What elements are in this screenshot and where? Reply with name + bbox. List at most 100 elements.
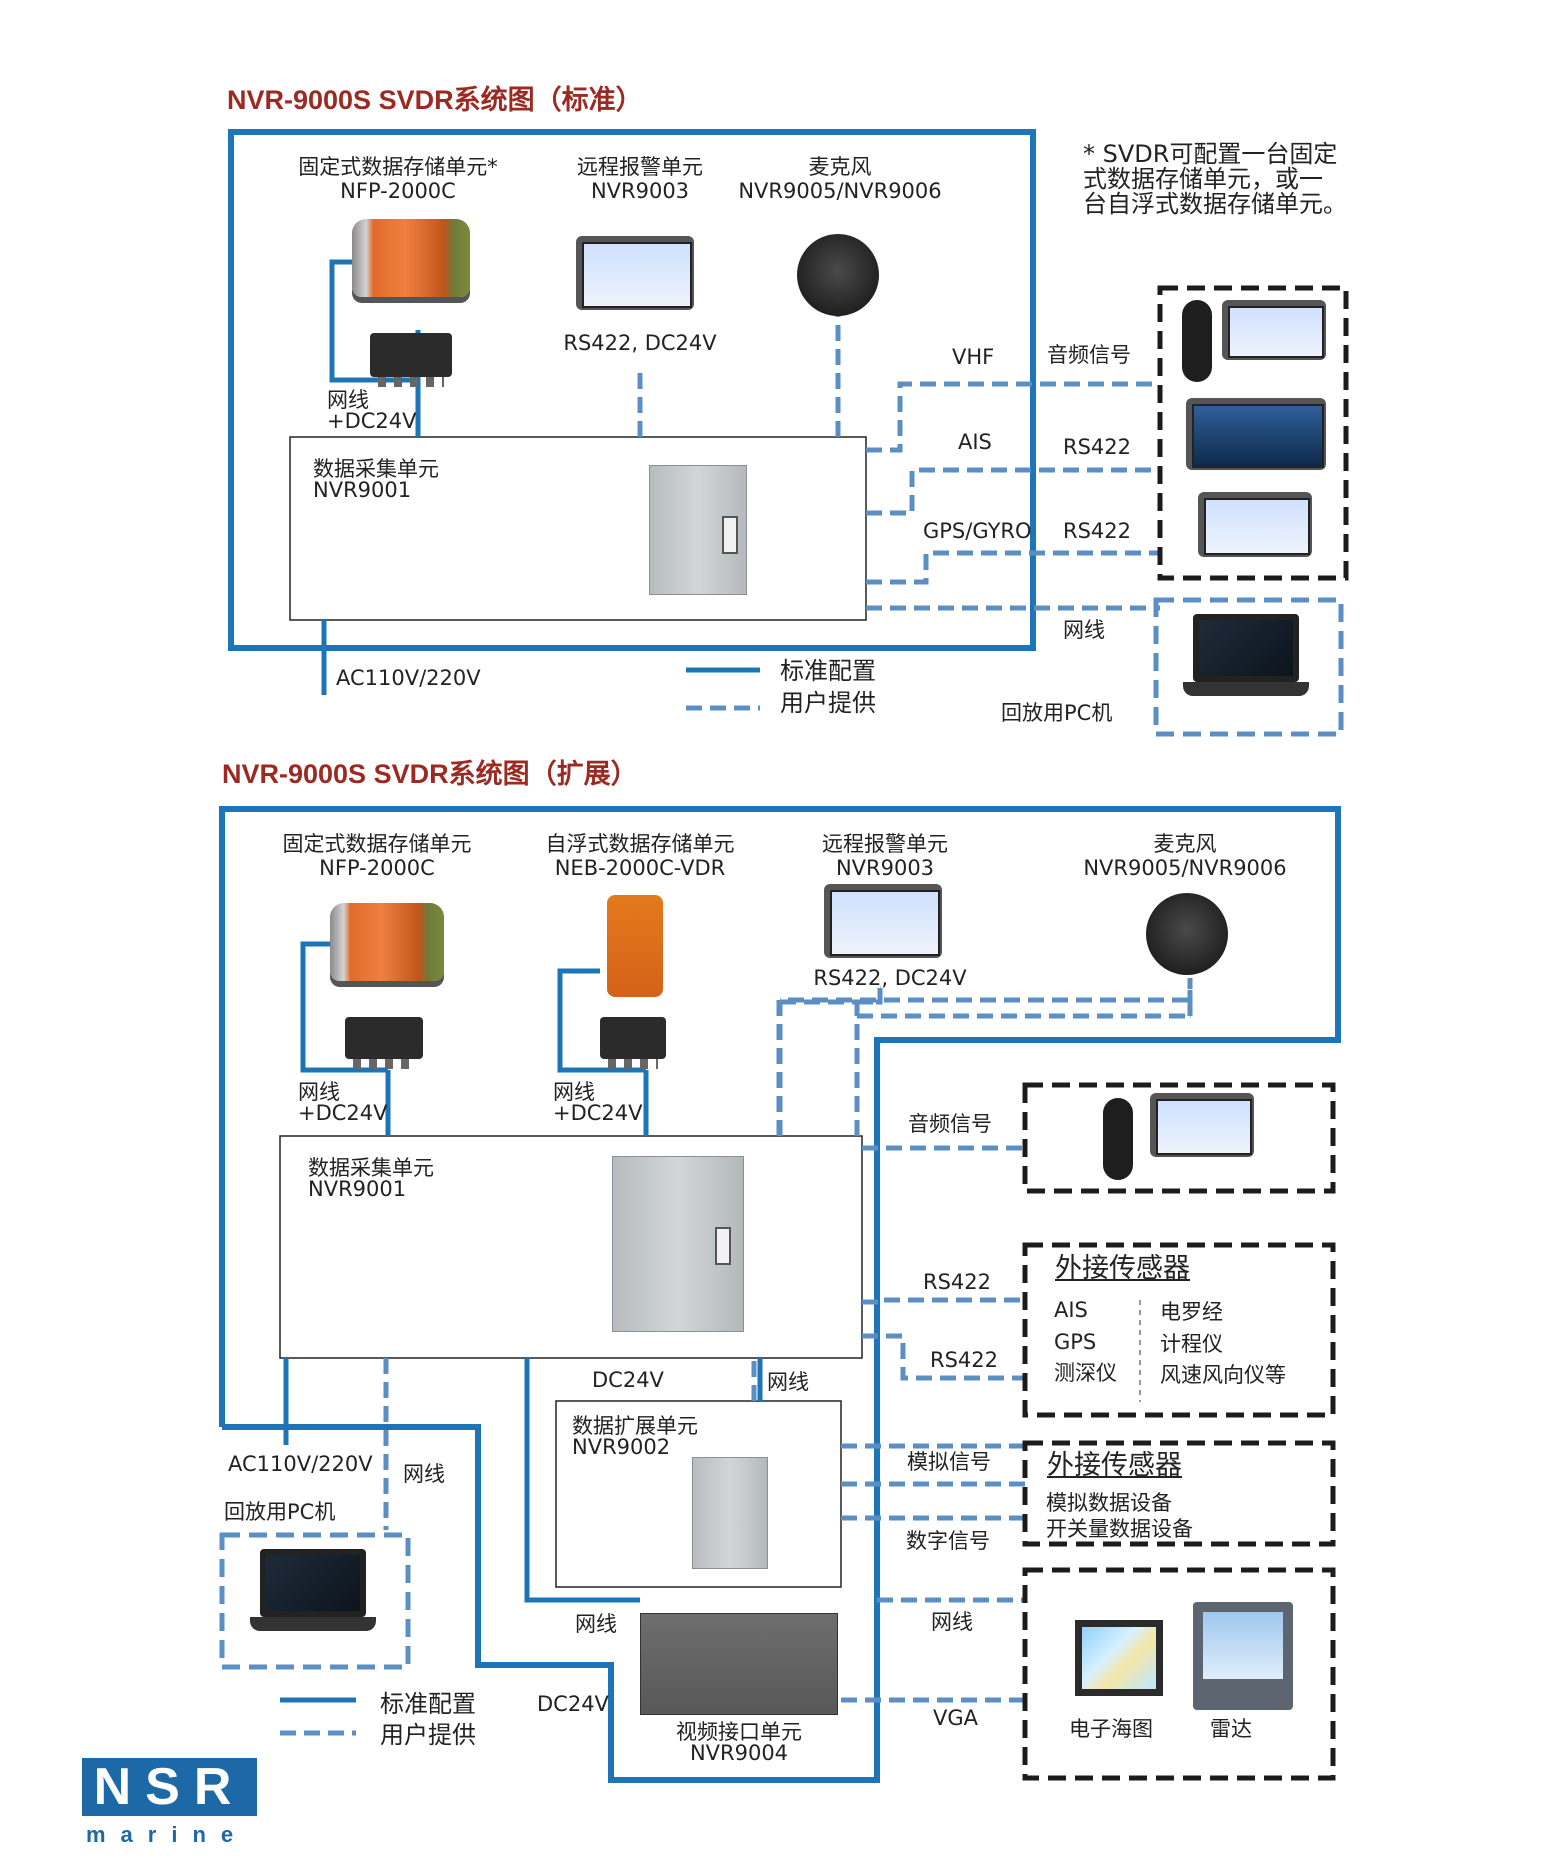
device-name: 固定式数据存储单元 [282,832,472,856]
device-model: NVR9001 [313,478,412,502]
device-name: 麦克风 [1153,832,1217,856]
link-rs422-b: RS422 [1063,519,1132,543]
ext-net-1-label: 网线 [767,1370,809,1394]
ext-solid-lines [280,941,763,1703]
link-ais: AIS [958,430,992,454]
link-vhf: VHF [952,345,995,369]
sensors-2-items: 模拟数据设备 开关量数据设备 [1046,1490,1193,1543]
ext-audio-devices-box [1022,1082,1336,1194]
laptop-base [250,1617,376,1631]
device-model: NVR9005/NVR9006 [738,179,942,204]
remote-alarm-panel-image [576,236,694,310]
std-acq-unit-label: 数据采集单元 NVR9001 [313,459,439,501]
video-unit-image [640,1613,838,1715]
ext-audio-label: 音频信号 [908,1112,992,1136]
power-label: +DC24V [298,1101,388,1125]
ext-digital-label: 数字信号 [906,1529,990,1553]
device-model: NVR9001 [308,1177,407,1201]
expansion-unit-label: 数据扩展单元 NVR9002 [572,1416,698,1458]
ext-rs422-2-label: RS422 [930,1348,999,1372]
acq-unit-box-std [289,436,867,621]
ext-sensors-2-box [1022,1440,1336,1547]
sensor-item: 风速风向仪等 [1160,1363,1286,1387]
std-power-label: AC110V/220V [336,666,481,690]
device-name: 自浮式数据存储单元 [545,832,735,856]
nsr-logo-sub: marine [86,1822,249,1847]
fixed-storage-capsule-image [352,219,470,297]
std-fixed-storage-label: 固定式数据存储单元* NFP-2000C [268,155,528,203]
std-pc-box [1153,597,1344,737]
ext-legend-solid: 标准配置 [380,1690,476,1718]
ext-dashed-alarm-mic [777,988,883,1136]
power-label: +DC24V [553,1101,643,1125]
device-name: 远程报警单元 [577,155,703,179]
ext-net-3-label: 网线 [575,1612,617,1636]
device-model: NFP-2000C [319,856,435,881]
ext-sensors-1-box [1022,1242,1336,1418]
device-model: NVR9003 [835,856,935,881]
std-microphone-label: 麦克风 NVR9005/NVR9006 [730,155,950,203]
acq-unit-cabinet-image [612,1156,744,1332]
ext-rs422-1-label: RS422 [923,1270,992,1294]
ext-net-power-2-label: 网线 +DC24V [553,1082,643,1124]
sensor-item: 模拟数据设备 [1046,1491,1172,1515]
sensor-item: AIS [1054,1298,1088,1322]
vhf-handset-image [1182,300,1212,382]
ext-vga-label: VGA [933,1706,979,1730]
sensor-item: 计程仪 [1160,1331,1223,1356]
ext-fixed-storage-label: 固定式数据存储单元 NFP-2000C [262,832,492,880]
microphone-image [797,234,879,316]
junction-box-image [345,1017,423,1069]
std-legend-solid: 标准配置 [780,657,876,685]
std-external-devices-box [1157,285,1349,581]
sensors-1-col1: AIS GPS 测深仪 [1054,1295,1117,1390]
std-dashed-lines [637,300,1160,711]
ext-display-devices-box [1022,1567,1336,1781]
ext-float-storage-label: 自浮式数据存储单元 NEB-2000C-VDR [525,832,755,880]
ext-dashed-links [280,990,1193,1736]
ext-dc24v-2-label: DC24V [537,1692,609,1716]
std-remote-alarm-label: 远程报警单元 NVR9003 [540,155,740,203]
standard-diagram-title: NVR-9000S SVDR系统图（标准） [227,85,643,115]
sensor-item: GPS [1054,1329,1097,1354]
sensor-item: 测深仪 [1054,1361,1117,1385]
ext-power-label: AC110V/220V [228,1452,373,1476]
playback-pc-image [1193,614,1299,682]
nsr-logo: NSR [82,1758,257,1816]
ext-net-2-label: 网线 [403,1462,445,1486]
device-model: NEB-2000C-VDR [554,856,726,881]
std-remote-alarm-port: RS422, DC24V [563,331,717,355]
fixed-storage-capsule-image [330,903,444,981]
playback-pc-image [260,1549,366,1617]
vhf-radio-image [1150,1093,1254,1157]
extended-diagram-title: NVR-9000S SVDR系统图（扩展） [222,759,638,789]
device-name: 麦克风 [808,155,872,179]
ext-pc-label: 回放用PC机 [224,1500,336,1524]
sensors-1-col2: 电罗经 计程仪 风速风向仪等 [1160,1297,1286,1392]
standard-outer-frame [228,129,1036,651]
link-rs422-a: RS422 [1063,435,1132,459]
gps-display-image [1198,492,1312,557]
ext-legend-dashed: 用户提供 [380,1721,476,1749]
ecdis-monitor-image [1075,1620,1163,1696]
power-label: +DC24V [327,409,417,433]
std-legend-dashed: 用户提供 [780,689,876,717]
expansion-unit-image [692,1457,768,1569]
acq-unit-cabinet-image [649,465,747,595]
acq-unit-box-ext [279,1135,863,1359]
microphone-image [1146,893,1228,975]
link-gps-gyro: GPS/GYRO [923,519,1032,543]
ext-dashed-top [777,997,860,1136]
sensors-2-title: 外接传感器 [1047,1450,1182,1481]
link-audio: 音频信号 [1047,343,1131,367]
device-name: 数据采集单元 [313,457,439,481]
remote-alarm-panel-image [824,884,942,958]
ext-pc-box [219,1532,411,1670]
std-net-power-label: 网线 +DC24V [327,390,417,432]
ext-analog-label: 模拟信号 [907,1450,991,1474]
radar-label: 雷达 [1210,1717,1252,1741]
junction-box-image [600,1017,666,1069]
configuration-note: * SVDR可配置一台固定 式数据存储单元，或一 台自浮式数据存储单元。 [1083,141,1347,218]
device-model: NVR9002 [572,1435,671,1459]
device-model: NVR9004 [689,1741,789,1765]
